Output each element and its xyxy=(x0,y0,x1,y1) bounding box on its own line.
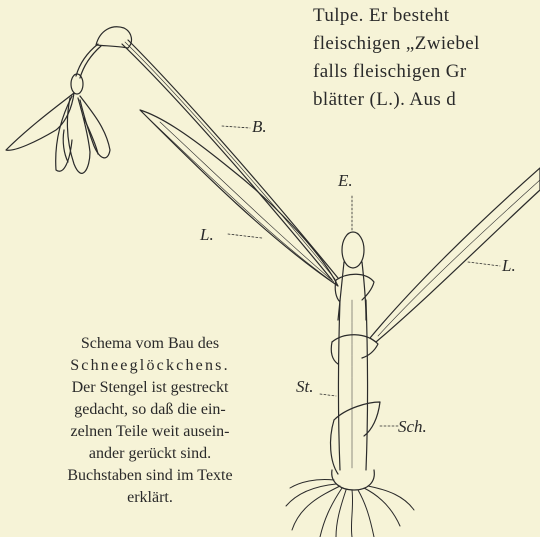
caption-body-line: Buchstaben sind im Texte xyxy=(0,465,300,487)
left-leaf xyxy=(140,110,338,286)
right-leaf xyxy=(370,168,540,342)
flower-stalk xyxy=(122,40,338,280)
caption-body-line: gedacht, so daß die ein- xyxy=(0,399,300,421)
caption-body-line: ander gerückt sind. xyxy=(0,443,300,465)
label-sch: Sch. xyxy=(398,418,427,436)
roots xyxy=(286,479,414,537)
label-b: B. xyxy=(252,118,267,136)
caption-title-line: Schema vom Bau des xyxy=(0,333,300,355)
caption-body-line: zelnen Teile weit ausein- xyxy=(0,421,300,443)
label-l-right: L. xyxy=(502,257,516,275)
caption-title-line: Schneeglöckchens. xyxy=(0,355,300,377)
caption-body-line: erklärt. xyxy=(0,487,300,509)
central-stem xyxy=(331,232,380,490)
label-l-left: L. xyxy=(200,226,214,244)
figure-caption: Schema vom Bau des Schneeglöckchens. Der… xyxy=(0,333,300,509)
flower-blossom xyxy=(6,27,131,174)
label-e: E. xyxy=(338,172,353,190)
caption-body-line: Der Stengel ist gestreckt xyxy=(0,377,300,399)
